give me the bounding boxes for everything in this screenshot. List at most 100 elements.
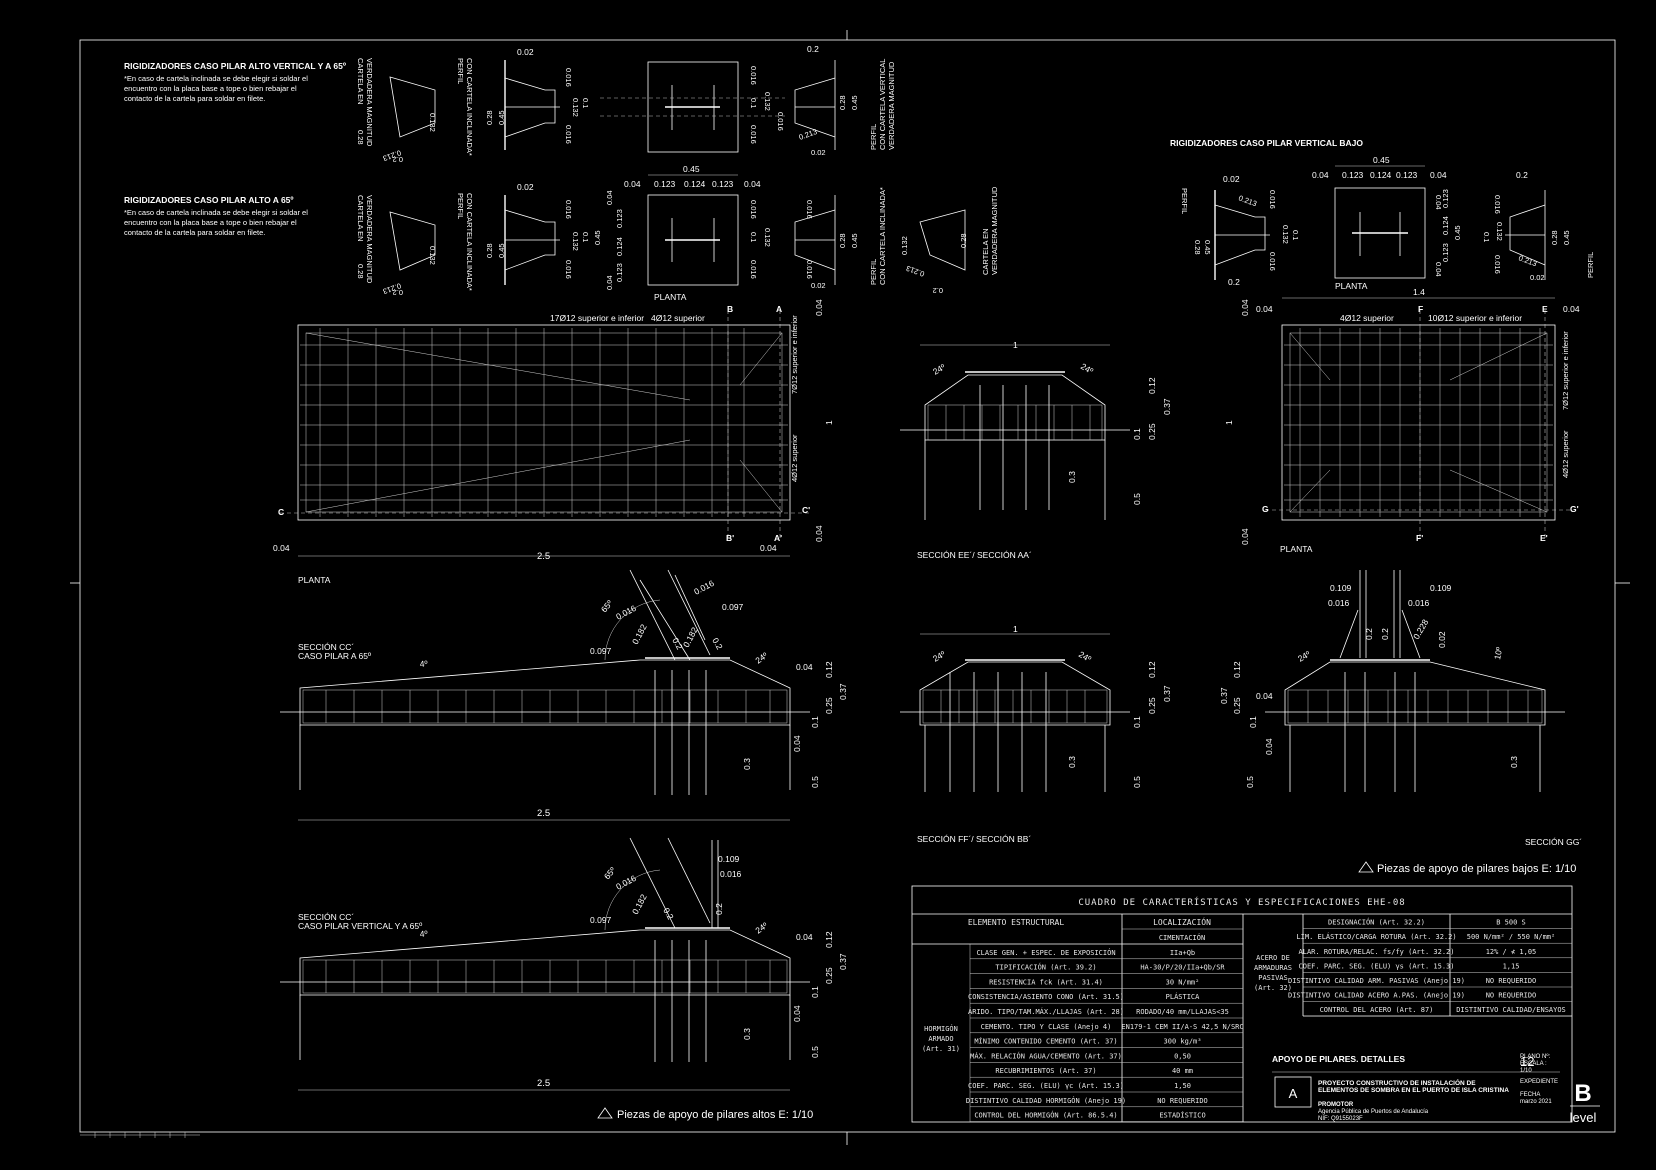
svg-text:0.45: 0.45 — [850, 95, 859, 110]
svg-text:ARMADO: ARMADO — [928, 1035, 953, 1043]
svg-text:0.2: 0.2 — [1380, 628, 1390, 640]
svg-text:encuentro con la placa base a: encuentro con la placa base a tope o bie… — [124, 84, 297, 93]
svg-text:F: F — [1418, 304, 1423, 314]
svg-text:0.28: 0.28 — [959, 233, 968, 248]
svg-text:0.124: 0.124 — [684, 179, 706, 189]
svg-text:0.12: 0.12 — [1147, 377, 1157, 394]
svg-text:SECCIÓN CC´: SECCIÓN CC´ — [298, 642, 354, 652]
svg-text:SECCIÓN EE´/ SECCIÓN AA´: SECCIÓN EE´/ SECCIÓN AA´ — [917, 550, 1032, 560]
plano-number: 12 — [1520, 1054, 1534, 1069]
svg-text:0.124: 0.124 — [615, 237, 624, 256]
svg-text:0.04: 0.04 — [1256, 691, 1273, 701]
svg-text:PLANTA: PLANTA — [654, 292, 687, 302]
svg-text:24º: 24º — [931, 649, 947, 664]
svg-text:4º: 4º — [419, 928, 428, 939]
svg-text:0.5: 0.5 — [1132, 493, 1142, 505]
svg-text:0.123: 0.123 — [615, 263, 624, 282]
svg-text:contacto de la cartela para so: contacto de la cartela para soldar en fi… — [124, 94, 265, 103]
svg-text:0.123: 0.123 — [654, 179, 676, 189]
svg-text:0.04: 0.04 — [1264, 738, 1274, 755]
svg-text:PROMOTOR: PROMOTOR — [1318, 1102, 1354, 1108]
svg-text:0.25: 0.25 — [824, 697, 834, 714]
svg-text:0.04: 0.04 — [624, 179, 641, 189]
svg-text:0.2: 0.2 — [710, 636, 725, 651]
svg-text:0.12: 0.12 — [1147, 661, 1157, 678]
svg-text:F': F' — [1416, 533, 1423, 543]
svg-text:1: 1 — [1013, 340, 1018, 350]
table-row-value: 40 mm — [1172, 1067, 1193, 1075]
svg-text:ACERO DE: ACERO DE — [1256, 954, 1290, 962]
plan-low-footing: 1.4 0.04 0.04 4Ø12 superior F 10Ø12 supe… — [1224, 287, 1580, 554]
svg-text:0.28: 0.28 — [356, 264, 365, 279]
svg-text:0.016: 0.016 — [692, 578, 716, 597]
svg-text:0.37: 0.37 — [838, 953, 848, 970]
svg-text:CARTELA EN: CARTELA EN — [981, 228, 990, 275]
table-row-label: COEF. PARC. SEG. (ELU) γs (Art. 15.3) — [1299, 962, 1455, 970]
svg-text:0.1: 0.1 — [749, 98, 758, 108]
svg-text:0.016: 0.016 — [614, 603, 638, 622]
table-row-label: DISTINTIVO CALIDAD ARM. PASIVAS (Anejo 1… — [1288, 977, 1465, 985]
svg-text:CASO PILAR VERTICAL Y A 65º: CASO PILAR VERTICAL Y A 65º — [298, 921, 422, 931]
svg-text:0.124: 0.124 — [1370, 170, 1392, 180]
table-row-label: CONTROL DEL ACERO (Art. 87) — [1320, 1006, 1434, 1014]
section-cc-vertical-65: SECCIÓN CC´ CASO PILAR VERTICAL Y A 65º … — [280, 837, 848, 1121]
svg-text:0.37: 0.37 — [1219, 687, 1229, 704]
section-cc-65: SECCIÓN CC´ CASO PILAR A 65º 65º 0.016 0… — [280, 569, 848, 821]
svg-text:G': G' — [1570, 504, 1579, 514]
svg-text:0.016: 0.016 — [749, 200, 758, 219]
svg-text:0.04: 0.04 — [796, 932, 813, 942]
svg-text:0.123: 0.123 — [1342, 170, 1364, 180]
svg-text:SECCIÓN FF´/ SECCIÓN BB´: SECCIÓN FF´/ SECCIÓN BB´ — [917, 834, 1031, 844]
svg-text:PERFIL: PERFIL — [456, 58, 465, 84]
svg-text:0.1: 0.1 — [1132, 716, 1142, 728]
table-row-label: COEF. PARC. SEG. (ELU) γc (Art. 15.3) — [968, 1082, 1124, 1090]
notes-high-vertical: RIGIDIZADORES CASO PILAR ALTO VERTICAL Y… — [124, 61, 346, 103]
svg-text:0.124: 0.124 — [1441, 216, 1450, 235]
svg-text:17Ø12 superior e inferior: 17Ø12 superior e inferior — [550, 313, 644, 323]
table-row-value: 300 kg/m³ — [1164, 1038, 1202, 1046]
svg-text:C': C' — [802, 505, 810, 515]
svg-text:PERFIL: PERFIL — [869, 124, 878, 150]
svg-text:(Art. 31): (Art. 31) — [922, 1045, 960, 1053]
svg-text:0.2: 0.2 — [393, 288, 403, 297]
svg-text:0.097: 0.097 — [590, 646, 612, 656]
svg-text:LOCALIZACIÓN: LOCALIZACIÓN — [1153, 916, 1211, 927]
svg-text:0.182: 0.182 — [630, 892, 649, 916]
svg-text:4Ø12 superior: 4Ø12 superior — [1340, 313, 1394, 323]
svg-text:0.132: 0.132 — [900, 236, 909, 255]
table-row-value: NO REQUERIDO — [1157, 1097, 1208, 1105]
svg-text:B: B — [727, 304, 733, 314]
svg-text:0.1: 0.1 — [749, 232, 758, 242]
svg-text:CIMENTACIÓN: CIMENTACIÓN — [1159, 933, 1205, 942]
svg-text:0.5: 0.5 — [1132, 776, 1142, 788]
svg-text:4º: 4º — [419, 658, 428, 669]
svg-text:VERDADERA MAGNITUD: VERDADERA MAGNITUD — [365, 58, 374, 147]
svg-text:0.016: 0.016 — [1328, 598, 1350, 608]
stiffener-row-high-vertical: 0.28 0.132 0.213 0.2 CARTELA EN VERDADER… — [356, 44, 896, 164]
svg-text:PERFIL: PERFIL — [1180, 188, 1189, 214]
svg-text:*En caso de cartela inclinada: *En caso de cartela inclinada se debe el… — [124, 74, 308, 83]
svg-text:0.016: 0.016 — [776, 112, 785, 131]
table-row-label: TIPIFICACIÓN (Art. 39.2) — [995, 963, 1096, 972]
title-block: APOYO DE PILARES. DETALLES 12 PLANO Nº: … — [1272, 1053, 1600, 1125]
svg-text:0.28: 0.28 — [356, 130, 365, 145]
svg-text:0.016: 0.016 — [805, 200, 814, 219]
svg-text:0.016: 0.016 — [805, 260, 814, 279]
svg-text:0.04: 0.04 — [605, 275, 614, 290]
svg-text:0.04: 0.04 — [796, 662, 813, 672]
svg-text:0.016: 0.016 — [564, 125, 573, 144]
table-row-label: RECUBRIMIENTOS (Art. 37) — [995, 1067, 1096, 1075]
svg-text:0.109: 0.109 — [718, 854, 740, 864]
svg-text:HORMIGÓN: HORMIGÓN — [924, 1024, 958, 1033]
svg-text:0.016: 0.016 — [1493, 195, 1502, 214]
stiffener-row-high-65: 0.28 0.132 0.213 0.2 CARTELA EN VERDADER… — [356, 164, 999, 302]
svg-text:24º: 24º — [1296, 649, 1312, 664]
svg-text:0.3: 0.3 — [1067, 471, 1077, 483]
svg-text:0.016: 0.016 — [749, 66, 758, 85]
svg-text:2.5: 2.5 — [537, 808, 550, 819]
svg-text:NIF: Q9155023F: NIF: Q9155023F — [1318, 1116, 1363, 1122]
svg-text:0.132: 0.132 — [763, 228, 772, 247]
svg-text:0.02: 0.02 — [517, 182, 534, 192]
svg-text:ELEMENTOS DE SOMBRA EN EL PUER: ELEMENTOS DE SOMBRA EN EL PUERTO DE ISLA… — [1318, 1087, 1509, 1094]
